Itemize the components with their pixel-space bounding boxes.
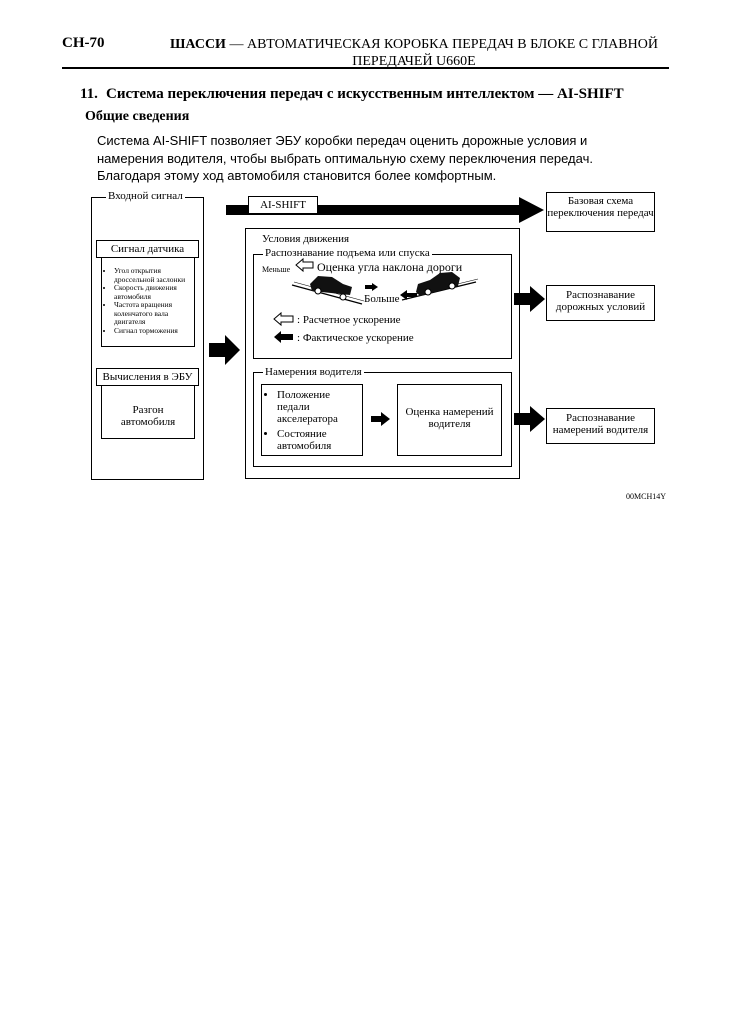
calc-accel-label: : Расчетное ускорение xyxy=(297,314,401,326)
input-to-conditions-arrow xyxy=(209,335,241,365)
header-title-bold: ШАССИ xyxy=(170,37,226,52)
uphill-actual-arrow xyxy=(400,290,418,300)
calc-accel-text: Расчетное ускорение xyxy=(303,314,401,326)
section-title: 11.Система переключения передач с искусс… xyxy=(80,86,624,103)
slope-recognition-title: Распознавание подъема или спуска xyxy=(263,247,432,259)
calc-accel-arrow-top xyxy=(296,259,314,271)
downhill-actual-arrow xyxy=(365,283,379,291)
aishift-label: AI-SHIFT xyxy=(248,196,318,214)
ecu-calc-body: Разгон автомобиля xyxy=(115,404,181,428)
header-title: ШАССИ — АВТОМАТИЧЕСКАЯ КОРОБКА ПЕРЕДАЧ В… xyxy=(158,36,670,70)
header-title-rest: — АВТОМАТИЧЕСКАЯ КОРОБКА ПЕРЕДАЧ В БЛОКЕ… xyxy=(226,37,658,69)
driver-input-item: Состояние автомобиля xyxy=(277,428,361,452)
more-label: Больше xyxy=(364,293,400,305)
sensor-item: Частота вращения коленчатого вала двигат… xyxy=(114,301,194,327)
less-label: Меньше xyxy=(262,264,290,276)
conditions-to-road-arrow xyxy=(514,286,546,312)
driver-intent-title: Намерения водителя xyxy=(263,366,364,378)
driving-conditions-title: Условия движения xyxy=(260,233,351,245)
sensor-list: Угол открытия дроссельной заслонки Скоро… xyxy=(104,267,194,335)
subheading: Общие сведения xyxy=(85,109,189,125)
page-number: CH-70 xyxy=(62,35,105,52)
sensor-item: Угол открытия дроссельной заслонки xyxy=(114,267,194,284)
sensor-item: Скорость движения автомобиля xyxy=(114,284,194,301)
conditions-to-intent-arrow xyxy=(514,406,546,432)
inputs-to-estimate-arrow xyxy=(371,412,391,426)
intent-recognition-box: Распознавание намерений водителя xyxy=(546,408,655,444)
ecu-calc-title: Вычисления в ЭБУ xyxy=(96,368,199,386)
section-number: 11. xyxy=(80,86,106,103)
section-title-text: Система переключения передач с искусстве… xyxy=(106,86,624,102)
basic-pattern-box: Базовая схема переключения передач xyxy=(546,192,655,232)
intent-estimate-box: Оценка намерений водителя xyxy=(397,384,502,456)
input-signal-title: Входной сигнал xyxy=(106,190,185,202)
road-recognition-box: Распознавание дорожных условий xyxy=(546,285,655,321)
intro-paragraph: Система AI-SHIFT позволяет ЭБУ коробки п… xyxy=(97,132,657,185)
sensor-signal-title: Сигнал датчика xyxy=(96,240,199,258)
calc-accel-icon xyxy=(274,313,294,325)
driver-inputs-list: Положение педали акселератора Состояние … xyxy=(265,389,361,452)
figure-code: 00MCH14Y xyxy=(626,491,666,503)
actual-accel-text: Фактическое ускорение xyxy=(303,332,414,344)
actual-accel-icon xyxy=(274,331,294,343)
sensor-item: Сигнал торможения xyxy=(114,327,194,336)
actual-accel-label: : Фактическое ускорение xyxy=(297,332,414,344)
header-rule xyxy=(62,67,669,69)
downhill-car-icon xyxy=(288,274,368,306)
driver-input-item: Положение педали акселератора xyxy=(277,389,361,425)
